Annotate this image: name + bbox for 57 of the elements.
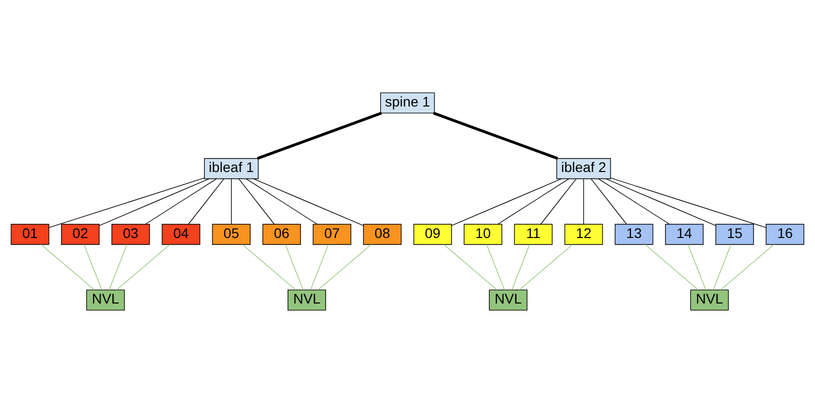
connector — [583, 178, 584, 224]
connector — [285, 244, 304, 290]
connector — [712, 244, 732, 290]
connector — [598, 178, 670, 224]
connector — [145, 178, 217, 224]
connector — [688, 244, 706, 290]
connector — [246, 178, 318, 224]
node-box: 03 — [111, 224, 150, 245]
node-box: NVL — [86, 290, 125, 311]
connector — [498, 178, 570, 224]
connector — [519, 244, 573, 290]
connector — [256, 112, 382, 160]
node-box: 06 — [262, 224, 301, 245]
connector — [84, 244, 102, 290]
node-box: NVL — [690, 290, 729, 311]
connector — [40, 244, 95, 290]
node-box: 15 — [715, 224, 754, 245]
node-box: ibleaf 1 — [204, 158, 259, 180]
connector — [720, 244, 774, 290]
connector — [188, 178, 224, 224]
node-box: 13 — [614, 224, 654, 245]
connector — [512, 244, 530, 290]
connector — [540, 178, 577, 224]
connector — [116, 244, 170, 290]
node-box: 01 — [10, 224, 50, 245]
connector — [644, 244, 699, 290]
connector — [99, 178, 210, 226]
node-box: 14 — [665, 224, 704, 245]
connector — [590, 178, 627, 224]
connector — [318, 244, 372, 290]
connector — [310, 244, 329, 290]
connector — [486, 244, 505, 290]
connector — [242, 244, 296, 290]
connector — [108, 244, 128, 290]
node-box: 11 — [514, 224, 553, 245]
node-box: 10 — [464, 224, 502, 245]
node-box: 12 — [564, 224, 603, 245]
connector — [433, 112, 558, 160]
connector — [451, 178, 562, 226]
connector — [48, 178, 205, 228]
node-box: NVL — [488, 290, 528, 311]
connector — [606, 178, 716, 226]
node-box: 16 — [766, 224, 804, 245]
connector — [610, 178, 766, 228]
connector — [253, 178, 364, 226]
node-box: 09 — [413, 224, 452, 245]
node-box: ibleaf 2 — [556, 158, 611, 180]
connector — [230, 178, 232, 224]
node-box: 04 — [162, 224, 200, 245]
node-box: 07 — [312, 224, 352, 245]
node-box: 02 — [61, 224, 100, 245]
node-box: 08 — [363, 224, 402, 245]
connector — [238, 178, 275, 224]
node-box: 05 — [212, 224, 251, 245]
node-box: NVL — [288, 290, 326, 311]
connector — [443, 244, 498, 290]
node-box: spine 1 — [380, 92, 435, 114]
